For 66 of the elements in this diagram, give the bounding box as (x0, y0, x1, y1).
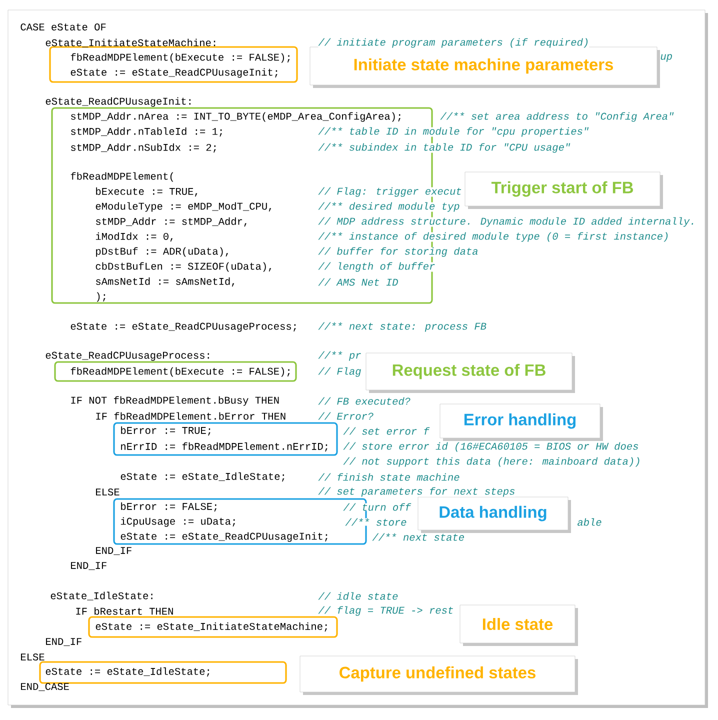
code-line: fbReadMDPElement( (70, 172, 174, 182)
code-line: eState := eState_ReadCPUusageInit; (120, 532, 328, 542)
code-line: pDstBuf := ADR(uData), (96, 247, 228, 257)
code-comment: //** next state (372, 533, 465, 541)
code-line: END_IF (46, 638, 82, 646)
code-line: eState := eState_IdleState; (46, 667, 210, 677)
code-line: bError := TRUE; (121, 426, 210, 436)
callout-box: Capture undefined states (300, 656, 578, 695)
code-line: stMDP_Addr.nArea := INT_TO_BYTE(eMDP_Area_ConfigArea); (71, 112, 400, 122)
code-line: stMDP_Addr := stMDP_Addr, (96, 217, 246, 227)
callout-box: Request state of FB (366, 352, 575, 393)
code-line: iModIdx := 0, (96, 232, 173, 242)
code-comment: //** table ID in module for "cpu properties" (318, 127, 590, 137)
code-line: END_CASE (21, 683, 69, 691)
code-line: fbReadMDPElement(bExecute := FALSE); (70, 53, 290, 63)
code-comment: // idle state (318, 592, 398, 600)
code-comment: //** instance of desired module type (0 = first instance) (318, 232, 670, 242)
code-comment: // store error id (16#ECA60105 = BIOS or HW does (343, 442, 639, 452)
code-line: nErrID := fbReadMDPElement.nErrID; (121, 442, 328, 452)
code-line: stMDP_Addr.nTableId := 1; (71, 127, 222, 137)
callout-box: Idle state (460, 604, 578, 646)
code-line: IF NOT fbReadMDPElement.bBusy THEN (71, 396, 279, 406)
code-line: sAmsNetId := sAmsNetId, (96, 277, 234, 287)
code-line: eState_ReadCPUusageInit: (46, 97, 190, 107)
code-comment: // buffer for storing data (318, 247, 478, 257)
code-comment: //** pr (318, 351, 362, 361)
code-line: eState := eState_ReadCPUusageInit; (70, 68, 278, 78)
code-comment: //** desired module typ (318, 202, 460, 212)
code-comment: //** subindex in table ID for "CPU usage" (318, 143, 571, 153)
code-line: ELSE (21, 654, 44, 660)
code-line: ); (96, 292, 106, 302)
code-comment: // not support this data (here: mainboard data)) (343, 457, 641, 467)
code-comment: // Error? (318, 412, 374, 420)
code-comment: // FB executed? (318, 397, 411, 405)
code-line: eState := eState_InitiateStateMachine; (96, 622, 327, 632)
code-comment: // initiate program parameters (if required) (318, 38, 590, 48)
code-comment: // turn off (343, 503, 412, 511)
callout-box: Error handling (440, 404, 603, 441)
code-line: eState := eState_IdleState; (120, 472, 284, 482)
code-comment: //** next state: process FB (318, 322, 487, 332)
code-line: eState := eState_ReadCPUusageProcess; (70, 322, 296, 332)
code-line: stMDP_Addr.nSubIdx := 2; (71, 143, 216, 153)
code-comment: // flag = TRUE -> rest (318, 606, 454, 616)
code-comment: // Flag (318, 367, 362, 377)
code-line: CASE eState OF (20, 24, 106, 30)
code-comment: // set parameters for next steps (318, 487, 516, 497)
code-comment: // finish state machine (318, 473, 460, 481)
code-comment: //** set area address to "Config Area" (440, 112, 674, 122)
code-line: eState_IdleState: (50, 592, 152, 600)
code-line: bExecute := TRUE, (96, 187, 198, 197)
code-comment: // AMS Net ID (318, 278, 398, 286)
code-line: END_IF (71, 562, 106, 570)
code-line: cbDstBufLen := SIZEOF(uData), (96, 262, 272, 272)
code-comment: // set error f (343, 427, 430, 435)
code-line: iCpuUsage := uData; (120, 517, 235, 527)
code-line: END_IF (96, 547, 132, 555)
code-line: eModuleType := eMDP_ModT_CPU, (96, 202, 272, 212)
code-line: eState_InitiateStateMachine: (46, 38, 216, 48)
code-comment: // length of buffer (318, 262, 436, 272)
code-comment: //** store (345, 518, 407, 526)
code-line: bError := FALSE; (121, 502, 216, 512)
callout-box: Trigger start of FB (464, 172, 663, 209)
code-line: fbReadMDPElement(bExecute := FALSE); (70, 367, 290, 377)
code-comment: // MDP address structure. Dynamic module ID added internally. (318, 217, 696, 227)
code-line: ELSE (96, 488, 120, 496)
code-comment: // Flag: trigger execut (318, 187, 462, 197)
